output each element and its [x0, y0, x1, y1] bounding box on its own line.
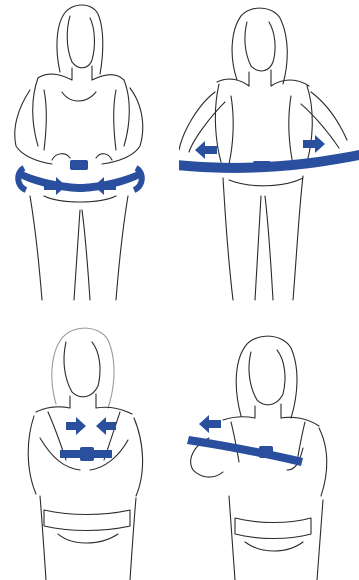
step-4-buckle [259, 446, 273, 458]
step-3-illustration [0, 320, 180, 580]
step-2-torso [217, 79, 309, 86]
step-3-hair [52, 328, 114, 408]
step-1-shoulder-strap-left [33, 78, 38, 146]
step-1-legs [30, 196, 128, 300]
step-1-hands [52, 154, 112, 160]
step-4-face [249, 350, 285, 405]
step-2-hair [232, 8, 287, 84]
step-2-shoulder-strap-right [307, 86, 312, 162]
step-4-shoulder-strap-left [231, 422, 239, 462]
step-3-buckle [80, 447, 94, 461]
step-2-arm-right [301, 92, 347, 148]
step-4-chest-strap [187, 436, 303, 466]
step-4-hip-belt [235, 518, 311, 539]
step-3-face [64, 342, 100, 397]
step-2-arrow-left-icon [195, 141, 217, 159]
step-4-arrow-left-icon [199, 415, 221, 433]
step-1-panel [0, 0, 180, 310]
step-1-torso [38, 74, 124, 80]
step-1-waist-belt [20, 170, 140, 192]
step-2-face [245, 22, 275, 71]
step-1-shoulder-strap-right [124, 80, 129, 146]
step-1-illustration [0, 0, 180, 310]
step-4-panel [179, 320, 359, 580]
step-3-panel [0, 320, 180, 580]
step-3-arrow-right-icon [66, 417, 86, 435]
step-1-hair [57, 5, 103, 74]
step-2-illustration [179, 0, 359, 310]
step-2-legs [223, 176, 303, 300]
step-1-buckle [70, 160, 88, 170]
step-2-arrow-right-icon [303, 135, 325, 153]
step-4-illustration [179, 320, 359, 580]
step-2-arm-left [179, 92, 225, 152]
step-2-buckle [253, 161, 271, 171]
step-3-torso [36, 407, 132, 414]
step-3-hip-belt [44, 510, 130, 531]
step-1-face [67, 16, 94, 68]
step-2-panel [179, 0, 359, 310]
step-4-hair [236, 336, 297, 418]
